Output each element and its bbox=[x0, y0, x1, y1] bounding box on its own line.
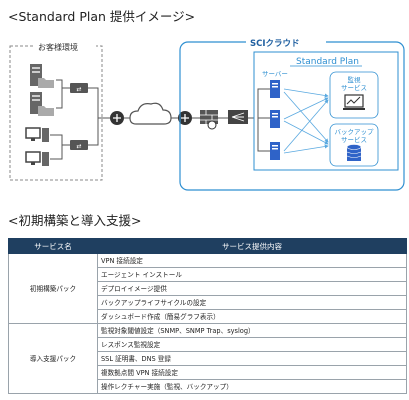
table-cell: レスポンス監視設定 bbox=[97, 337, 407, 352]
monitor-chart-icon bbox=[343, 94, 365, 110]
monitoring-service-label-1: 監視 bbox=[348, 75, 362, 84]
table-cell: 複数拠点間 VPN 接続設定 bbox=[97, 365, 407, 380]
switch-icon: ⇄ bbox=[70, 140, 88, 150]
table-cell: 監視対象閾値設定（SNMP、SNMP Trap、syslog） bbox=[97, 323, 407, 338]
cloud-server-icon bbox=[270, 142, 280, 160]
router-icon bbox=[178, 111, 192, 125]
table-cell: 操作レクチャー実施（監視、バックアップ） bbox=[97, 379, 407, 394]
switch-icon: ⇄ bbox=[70, 83, 88, 93]
cloud-server-icon bbox=[270, 80, 280, 98]
load-balancer-icon bbox=[228, 110, 248, 124]
backup-service-label-1: バックアップ bbox=[335, 128, 375, 136]
table-header-row: サービス名 サービス提供内容 bbox=[8, 238, 407, 254]
internet-cloud-icon bbox=[129, 102, 172, 125]
table-row: 初期構築パック VPN 接続設定 bbox=[8, 253, 407, 324]
service-table: サービス名 サービス提供内容 初期構築パック VPN 接続設定 エージェント イ… bbox=[8, 238, 407, 394]
pc-monitor-icon bbox=[25, 151, 49, 166]
table-cell: デプロイイメージ提供 bbox=[97, 281, 407, 296]
cloud-server-icon bbox=[270, 110, 280, 128]
table-cell: VPN 接続設定 bbox=[97, 253, 407, 268]
sci-cloud-label: SCIクラウド bbox=[250, 38, 300, 49]
monitoring-service-box bbox=[329, 71, 379, 119]
standard-plan-label: Standard Plan bbox=[296, 57, 359, 67]
database-icon bbox=[346, 144, 362, 161]
folder-icon bbox=[38, 106, 54, 116]
table-cell: バックアップライフサイクルの設定 bbox=[97, 295, 407, 310]
standard-plan-box bbox=[253, 51, 399, 171]
backup-service-box bbox=[329, 123, 379, 167]
svg-text:⇄: ⇄ bbox=[76, 86, 81, 93]
group-name-initial-build: 初期構築パック bbox=[8, 253, 98, 324]
table-row: 操作レクチャー実施（監視、バックアップ） bbox=[9, 379, 407, 394]
table-row: 導入支援パック 監視対象閾値設定（SNMP、SNMP Trap、syslog） bbox=[8, 323, 407, 394]
backup-service-label-2: サービス bbox=[341, 135, 367, 144]
svg-text:⇄: ⇄ bbox=[76, 143, 81, 150]
service-arrows bbox=[283, 88, 329, 154]
group-name-onboarding-support: 導入支援パック bbox=[8, 323, 98, 394]
header-service-name: サービス名 bbox=[8, 238, 98, 254]
table-cell: エージェント インストール bbox=[97, 267, 407, 282]
table-cell: SSL 証明書、DNS 登録 bbox=[97, 351, 407, 366]
monitoring-service-label-2: サービス bbox=[341, 83, 367, 92]
pc-monitor-icon bbox=[25, 127, 49, 142]
header-service-content: サービス提供内容 bbox=[97, 238, 407, 254]
diagram-heading: <Standard Plan 提供イメージ> bbox=[8, 9, 196, 24]
table-cell: ダッシュボード作成（簡易グラフ表示） bbox=[97, 309, 407, 324]
router-icon bbox=[110, 111, 124, 125]
folder-icon bbox=[38, 78, 54, 88]
customer-env-label: お客様環境 bbox=[38, 42, 78, 52]
support-heading: <初期構築と導入支援> bbox=[8, 213, 142, 228]
service-diagram: お客様環境 ⇄ ⇄ bbox=[9, 36, 405, 191]
customer-env-box bbox=[9, 45, 103, 181]
firewall-icon bbox=[200, 110, 218, 130]
server-label: サーバー bbox=[262, 70, 288, 78]
